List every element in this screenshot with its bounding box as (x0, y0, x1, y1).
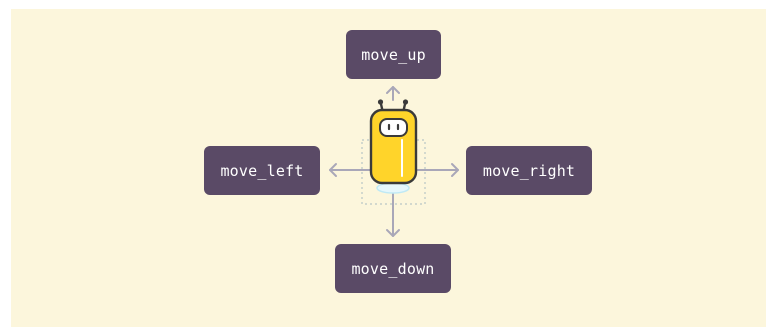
move-right-label: move_right (466, 146, 592, 195)
arrow-left-icon (329, 163, 372, 177)
arrow-up-icon (386, 86, 400, 101)
move-up-label: move_up (346, 30, 441, 79)
robot-character (369, 99, 418, 185)
shadow-ring (376, 182, 410, 194)
arrow-right-icon (415, 163, 459, 177)
move-left-label: move_left (204, 146, 320, 195)
move-down-label: move_down (335, 244, 451, 293)
arrow-down-icon (386, 193, 400, 237)
